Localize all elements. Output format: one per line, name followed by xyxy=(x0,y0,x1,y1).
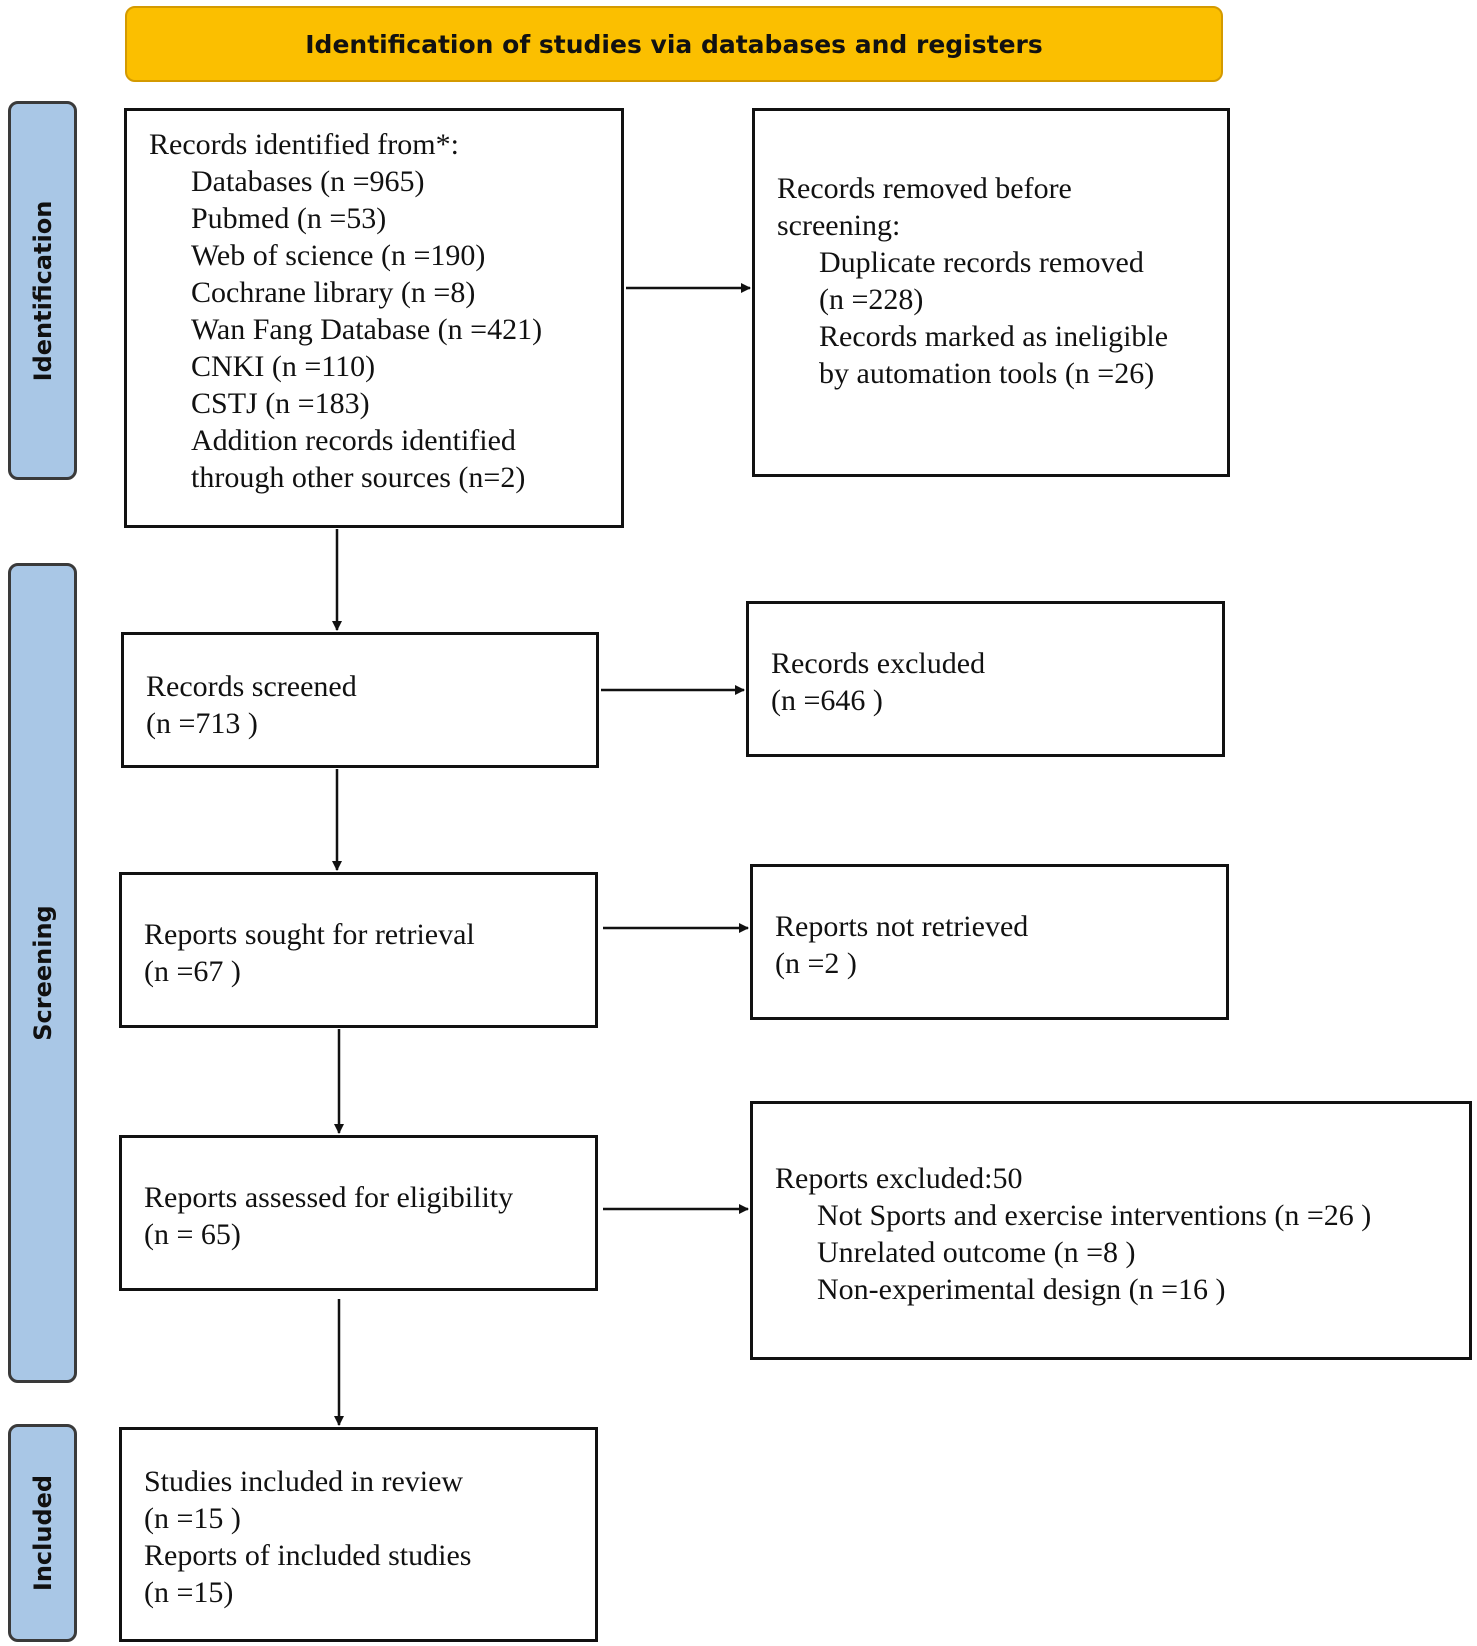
reports-excluded-box: Reports excluded:50 Not Sports and exerc… xyxy=(750,1101,1472,1360)
reports-assessed-box: Reports assessed for eligibility (n = 65… xyxy=(119,1135,598,1291)
records-screened-box: Records screened (n =713 ) xyxy=(121,632,599,768)
duplicates-count: (n =228) xyxy=(819,283,924,316)
ineligible-label: Records marked as ineligible xyxy=(819,320,1169,353)
reports-assessed-label: Reports assessed for eligibility xyxy=(144,1181,514,1214)
records-identified-title: Records identified from*: xyxy=(149,128,459,161)
records-excluded-count: (n =646 ) xyxy=(771,684,883,717)
reports-assessed-count: (n = 65) xyxy=(144,1218,241,1251)
reports-included-label: Reports of included studies xyxy=(144,1539,472,1572)
reports-included-count: (n =15) xyxy=(144,1576,234,1609)
studies-included-count: (n =15 ) xyxy=(144,1502,241,1535)
duplicates-label: Duplicate records removed xyxy=(819,246,1144,279)
ineligible-count: by automation tools (n =26) xyxy=(819,357,1155,390)
reason-unrelated-outcome: Unrelated outcome (n =8 ) xyxy=(817,1236,1136,1269)
phase-identification: Identification xyxy=(8,101,77,480)
reports-sought-count: (n =67 ) xyxy=(144,955,241,988)
studies-included-box: Studies included in review (n =15 ) Repo… xyxy=(119,1427,598,1642)
header-title: Identification of studies via databases … xyxy=(305,29,1043,59)
source-cstj: CSTJ (n =183) xyxy=(191,387,370,420)
phase-included: Included xyxy=(8,1424,77,1642)
source-other-line2: through other sources (n=2) xyxy=(191,461,526,494)
reports-not-retrieved-label: Reports not retrieved xyxy=(775,910,1029,943)
source-databases: Databases (n =965) xyxy=(191,165,425,198)
reports-not-retrieved-count: (n =2 ) xyxy=(775,947,857,980)
records-excluded-label: Records excluded xyxy=(771,647,986,680)
reason-non-experimental: Non-experimental design (n =16 ) xyxy=(817,1273,1226,1306)
reports-sought-box: Reports sought for retrieval (n =67 ) xyxy=(119,872,598,1028)
records-removed-box: Records removed before screening: Duplic… xyxy=(752,108,1230,477)
reports-sought-label: Reports sought for retrieval xyxy=(144,918,475,951)
source-cochrane: Cochrane library (n =8) xyxy=(191,276,476,309)
studies-included-label: Studies included in review xyxy=(144,1465,464,1498)
reports-excluded-title: Reports excluded:50 xyxy=(775,1162,1023,1195)
header-banner: Identification of studies via databases … xyxy=(125,6,1223,82)
reason-not-sports: Not Sports and exercise interventions (n… xyxy=(817,1199,1372,1232)
reports-not-retrieved-box: Reports not retrieved (n =2 ) xyxy=(750,864,1229,1020)
source-web-of-science: Web of science (n =190) xyxy=(191,239,486,272)
source-cnki: CNKI (n =110) xyxy=(191,350,376,383)
records-excluded-box: Records excluded (n =646 ) xyxy=(746,601,1225,757)
records-screened-label: Records screened xyxy=(146,670,357,703)
records-screened-count: (n =713 ) xyxy=(146,707,258,740)
source-wan-fang: Wan Fang Database (n =421) xyxy=(191,313,543,346)
source-other-line1: Addition records identified xyxy=(191,424,516,457)
records-identified-box: Records identified from*: Databases (n =… xyxy=(124,108,624,528)
phase-screening: Screening xyxy=(8,563,77,1383)
records-removed-title-2: screening: xyxy=(777,209,901,242)
records-removed-title-1: Records removed before xyxy=(777,172,1072,205)
source-pubmed: Pubmed (n =53) xyxy=(191,202,387,235)
